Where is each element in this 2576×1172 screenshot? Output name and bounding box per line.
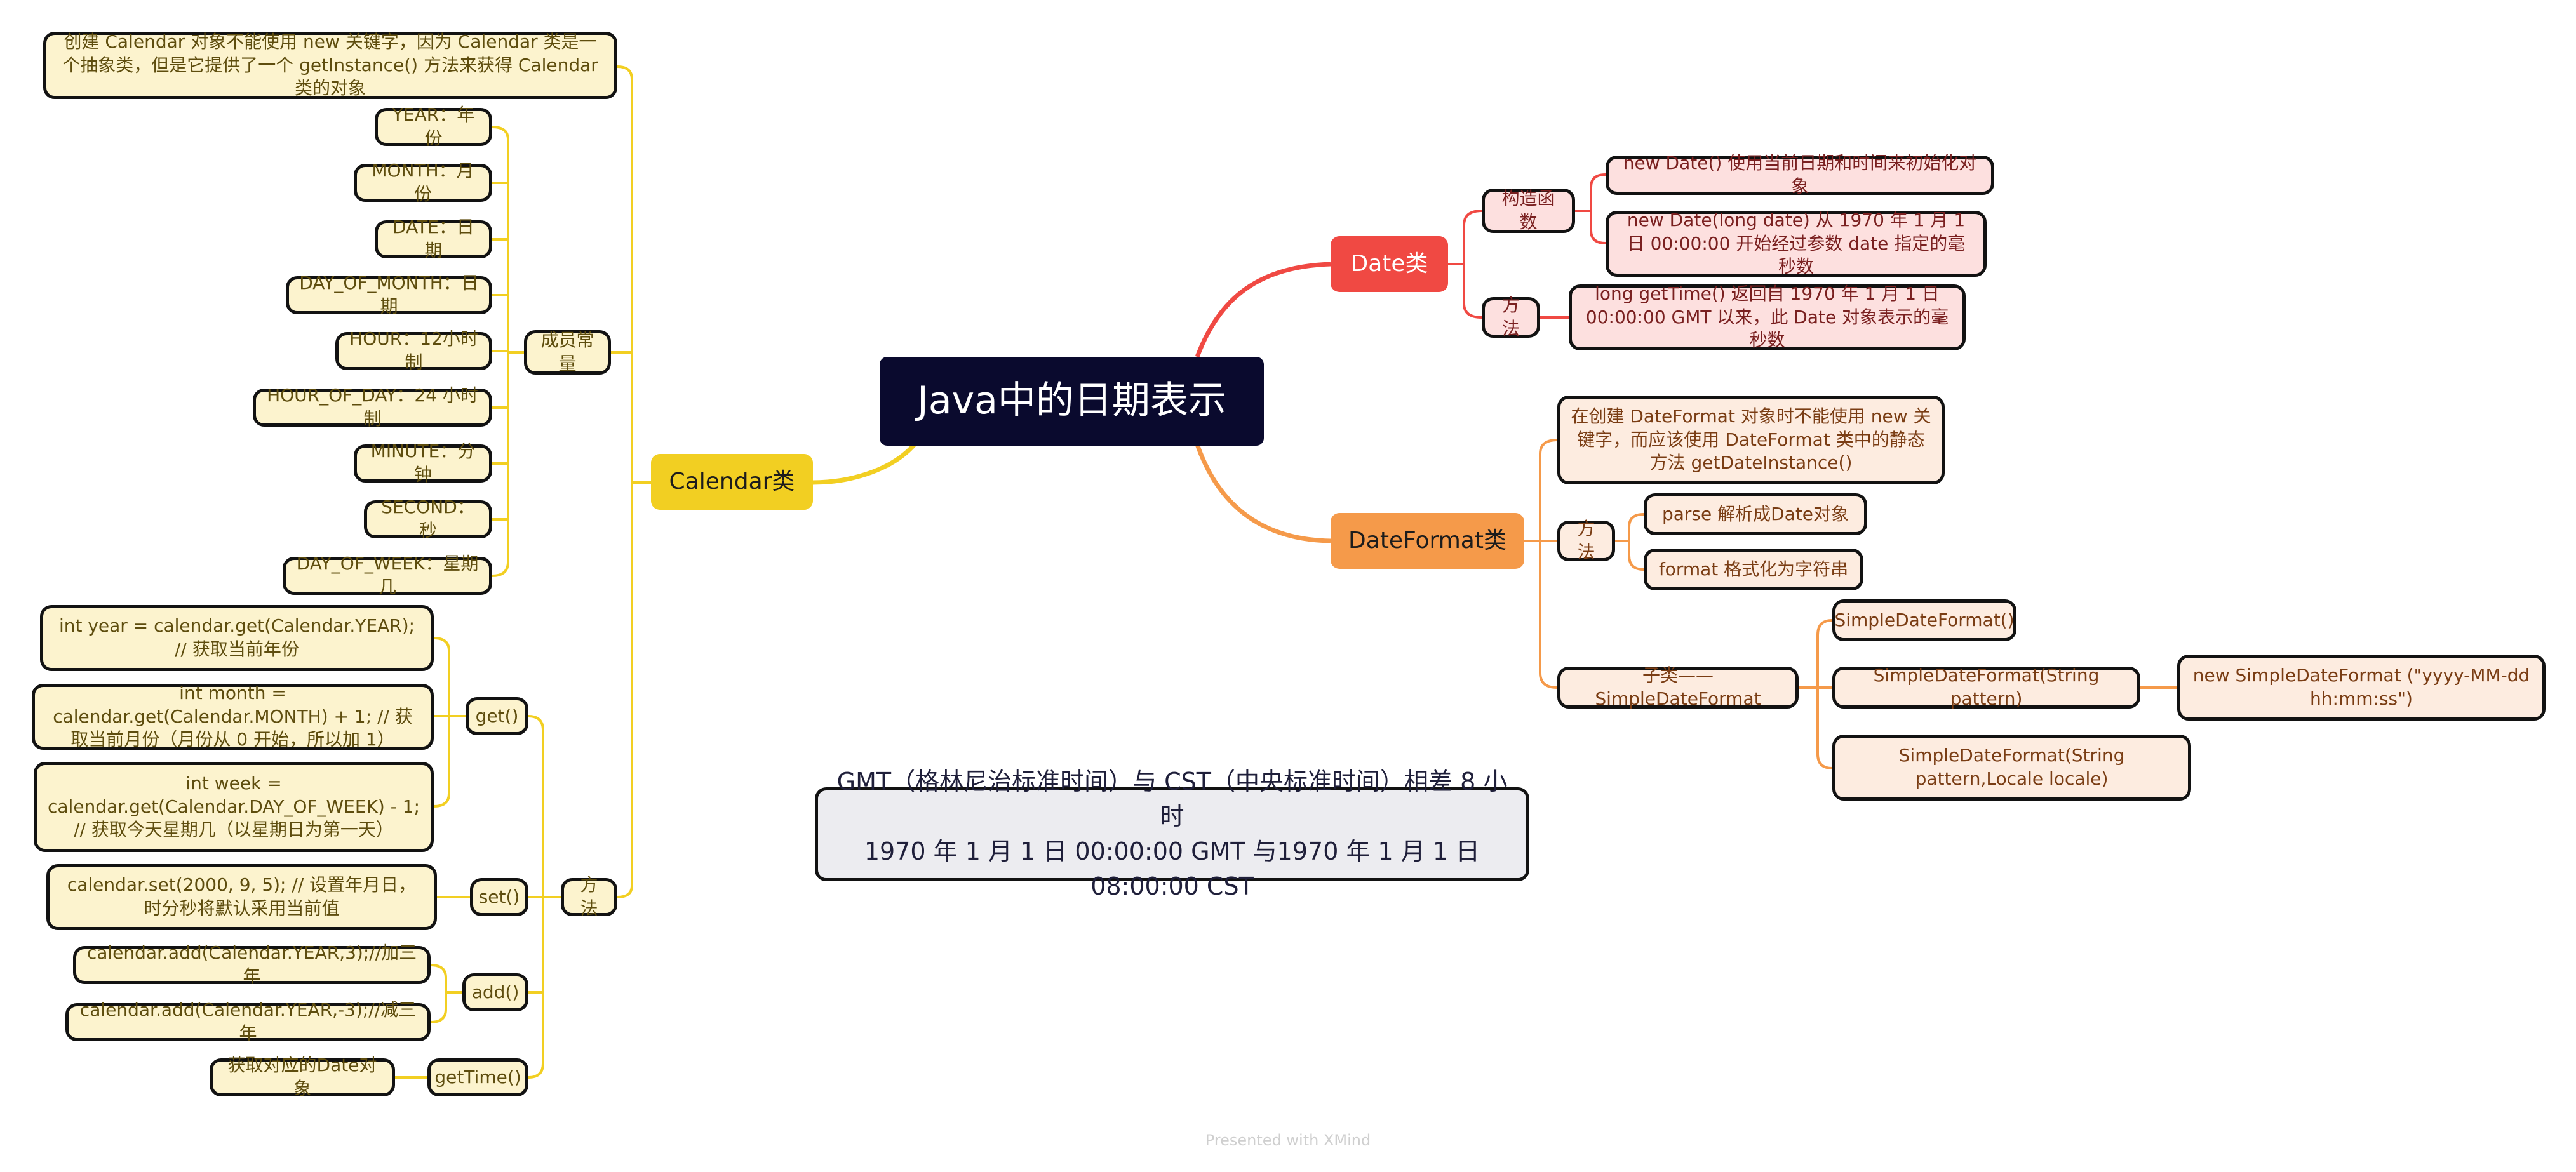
date-method-topic[interactable]: 方法: [1482, 295, 1540, 339]
constants-topic[interactable]: 成员常量: [524, 330, 611, 375]
simpledateformat-example[interactable]: new SimpleDateFormat ("yyyy-MM-dd hh:mm:…: [2177, 655, 2546, 721]
constant-year[interactable]: YEAR：年份: [375, 104, 492, 149]
simpledateformat-pattern-locale[interactable]: SimpleDateFormat(String pattern,Locale l…: [1832, 735, 2191, 801]
get-week-example[interactable]: int week = calendar.get(Calendar.DAY_OF_…: [34, 762, 434, 852]
add-three-years[interactable]: calendar.add(Calendar.YEAR,3);//加三年: [73, 942, 431, 987]
constructor-default[interactable]: new Date() 使用当前日期和时间来初始化对象: [1606, 152, 1994, 197]
simpledateformat-default[interactable]: SimpleDateFormat(): [1832, 599, 2016, 641]
constant-second[interactable]: SECOND：秒: [364, 496, 492, 541]
constructor-long[interactable]: new Date(long date) 从 1970 年 1 月 1 日 00:…: [1606, 210, 1987, 277]
gettime-description[interactable]: 获取对应的Date对象: [210, 1055, 395, 1099]
constant-date[interactable]: DATE：日期: [375, 216, 492, 261]
parse-method[interactable]: parse 解析成Date对象: [1644, 493, 1867, 535]
get-method[interactable]: get(): [466, 697, 528, 735]
constant-hour[interactable]: HOUR：12小时制: [335, 328, 492, 373]
dateformat-intro[interactable]: 在创建 DateFormat 对象时不能使用 new 关键字，而应该使用 Dat…: [1557, 396, 1945, 484]
constant-day-of-week[interactable]: DAY_OF_WEEK：星期几: [283, 553, 492, 597]
timezone-note[interactable]: GMT（格林尼治标准时间）与 CST（中央标准时间）相差 8 小时 1970 年…: [815, 768, 1529, 900]
dateformat-methods-topic[interactable]: 方法: [1557, 518, 1615, 563]
dateformat-branch[interactable]: DateFormat类: [1331, 513, 1524, 569]
date-branch[interactable]: Date类: [1331, 236, 1448, 292]
connector-root-dateformat: [1195, 443, 1331, 543]
constructor-topic[interactable]: 构造函数: [1482, 188, 1575, 233]
gettime-method[interactable]: getTime(): [427, 1058, 528, 1096]
calendar-intro[interactable]: 创建 Calendar 对象不能使用 new 关键字，因为 Calendar 类…: [43, 31, 617, 99]
root-topic[interactable]: Java中的日期表示: [880, 357, 1264, 446]
connector-root-date: [1195, 262, 1331, 358]
subtract-three-years[interactable]: calendar.add(Calendar.YEAR,-3);//减三年: [65, 999, 431, 1044]
get-year-example[interactable]: int year = calendar.get(Calendar.YEAR); …: [40, 605, 434, 671]
set-example[interactable]: calendar.set(2000, 9, 5); // 设置年月日，时分秒将默…: [46, 864, 437, 930]
format-method[interactable]: format 格式化为字符串: [1644, 549, 1863, 590]
simpledateformat-pattern[interactable]: SimpleDateFormat(String pattern): [1832, 665, 2140, 709]
constant-day-of-month[interactable]: DAY_OF_MONTH：日期: [286, 272, 492, 317]
calendar-branch[interactable]: Calendar类: [651, 454, 813, 510]
subclass-topic[interactable]: 子类——SimpleDateFormat: [1557, 665, 1799, 709]
watermark: Presented with XMind: [1205, 1131, 1371, 1149]
set-method[interactable]: set(): [470, 878, 528, 916]
constant-month[interactable]: MONTH：月份: [354, 160, 492, 204]
connector-root-calendar: [812, 443, 916, 485]
constant-minute[interactable]: MINUTE：分钟: [354, 441, 492, 485]
methods-topic[interactable]: 方法: [561, 874, 617, 919]
get-month-example[interactable]: int month = calendar.get(Calendar.MONTH)…: [32, 683, 434, 750]
constant-hour-of-day[interactable]: HOUR_OF_DAY：24 小时制: [253, 385, 492, 429]
add-method[interactable]: add(): [462, 973, 528, 1011]
gettime-description-date[interactable]: long getTime() 返回自 1970 年 1 月 1 日 00:00:…: [1569, 283, 1966, 350]
